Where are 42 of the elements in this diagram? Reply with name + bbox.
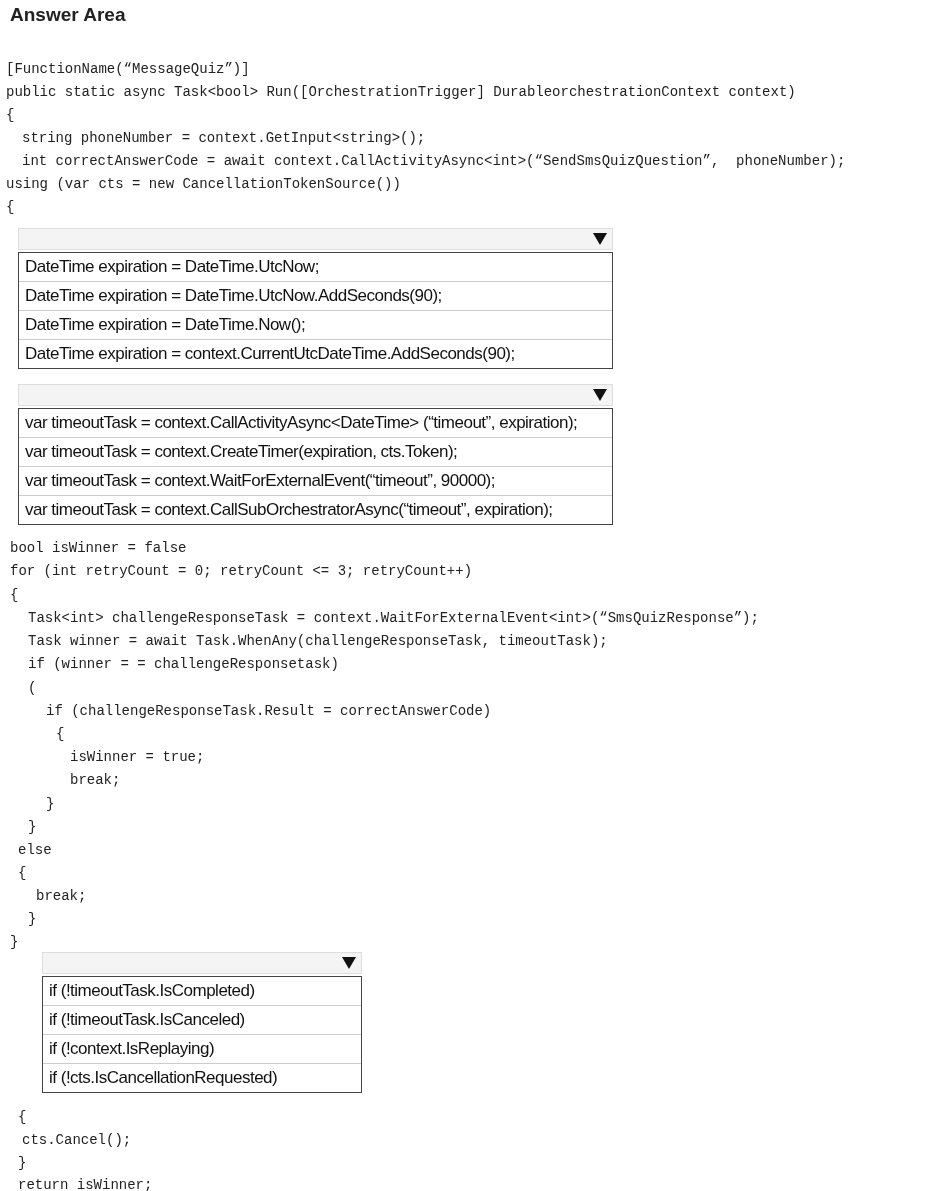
dropdown-option: var timeoutTask = context.CallSubOrchestratorAsync(“timeout”, expiration);: [19, 496, 612, 524]
dropdown-option: if (!cts.IsCancellationRequested): [43, 1064, 361, 1092]
dropdown-option: var timeoutTask = context.CallActivityAsync<DateTime> (“timeout”, expiration);: [19, 409, 612, 438]
code-line: if (winner = = challengeResponsetask): [28, 655, 339, 673]
code-line: }: [10, 933, 19, 951]
dropdown-option: if (!context.IsReplaying): [43, 1035, 361, 1064]
code-line: return isWinner;: [18, 1176, 153, 1191]
code-line: }: [28, 910, 37, 928]
code-line: {: [6, 198, 15, 216]
code-line: string phoneNumber = context.GetInput<string>();: [22, 129, 426, 147]
code-line: else: [18, 841, 52, 859]
dropdown-option: DateTime expiration = context.CurrentUtcDateTime.AddSeconds(90);: [19, 340, 612, 368]
code-line: Task winner = await Task.WhenAny(challengeResponseTask, timeoutTask);: [28, 632, 608, 650]
code-line: bool isWinner = false: [10, 539, 187, 557]
dropdown-option: var timeoutTask = context.WaitForExternalEvent(“timeout”, 90000);: [19, 467, 612, 496]
code-line: }: [18, 1154, 27, 1172]
code-line: break;: [70, 771, 121, 789]
code-line: public static async Task<bool> Run([OrchestrationTrigger] DurableorchestrationContext context): [6, 83, 796, 101]
dropdown-option: if (!timeoutTask.IsCanceled): [43, 1006, 361, 1035]
code-line: for (int retryCount = 0; retryCount <= 3; retryCount++): [10, 562, 473, 580]
dropdown-option: if (!timeoutTask.IsCompleted): [43, 977, 361, 1006]
code-line: {: [10, 586, 19, 604]
code-line: break;: [36, 887, 87, 905]
dropdown-option: DateTime expiration = DateTime.Now();: [19, 311, 612, 340]
code-line: cts.Cancel();: [22, 1131, 132, 1149]
dropdown-option: DateTime expiration = DateTime.UtcNow.AddSeconds(90);: [19, 282, 612, 311]
code-line: }: [28, 818, 37, 836]
code-line: using (var cts = new CancellationTokenSource()): [6, 175, 401, 193]
code-line: isWinner = true;: [70, 748, 205, 766]
code-line: }: [46, 795, 55, 813]
code-line: (: [28, 679, 37, 697]
code-line: Task<int> challengeResponseTask = context.WaitForExternalEvent<int>(“SmsQuizResponse”);: [28, 609, 759, 627]
code-line: int correctAnswerCode = await context.CallActivityAsync<int>(“SendSmsQuizQuestion”, phoneNumber);: [22, 152, 846, 170]
dropdown-option: DateTime expiration = DateTime.UtcNow;: [19, 253, 612, 282]
dropdown-option: var timeoutTask = context.CreateTimer(expiration, cts.Token);: [19, 438, 612, 467]
heading: Answer Area: [10, 4, 126, 26]
code-line: [FunctionName(“MessageQuiz”)]: [6, 60, 250, 78]
code-line: {: [18, 864, 27, 882]
code-line: {: [18, 1108, 27, 1126]
code-line: {: [56, 725, 65, 743]
code-line: {: [6, 106, 15, 124]
code-line: if (challengeResponseTask.Result = correctAnswerCode): [46, 702, 492, 720]
